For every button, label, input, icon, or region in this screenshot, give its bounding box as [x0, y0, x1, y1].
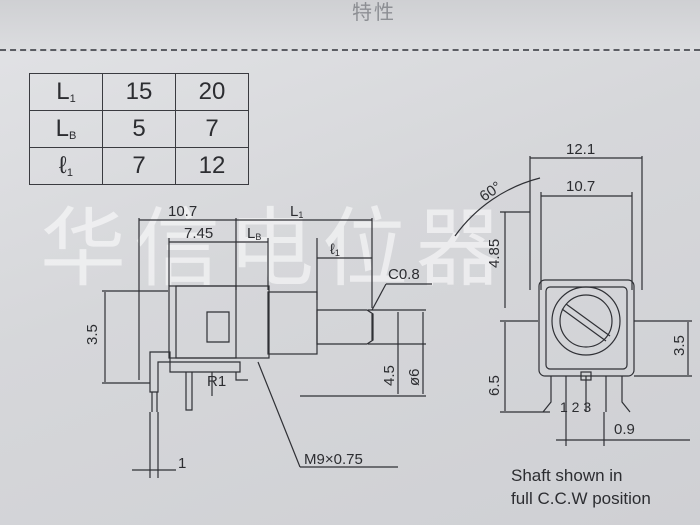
- dim-label-LB: LB: [247, 225, 261, 242]
- dim-label-12-1: 12.1: [566, 141, 595, 158]
- table-cell-symbol: ℓ1: [29, 147, 103, 185]
- dim-label-4-85: 4.85: [486, 239, 503, 268]
- table-cell-symbol: LB: [29, 110, 103, 148]
- chamfer-label: C0.8: [388, 266, 420, 283]
- dim-label-l1: ℓ1: [330, 241, 340, 258]
- watermark-text: 华信电位器: [40, 199, 510, 299]
- chamfer-leader: [371, 283, 387, 311]
- pin-numbers: 1 2 3: [560, 399, 591, 415]
- pin-marker: [580, 371, 592, 381]
- table-row: LB 5 7: [29, 110, 249, 148]
- pin-lead: [621, 376, 631, 413]
- shaft-caption: Shaft shown in full C.C.W position: [511, 464, 651, 510]
- dim-label-4-5: 4.5: [381, 365, 398, 386]
- rotor-outer: [551, 286, 621, 356]
- thread-label: M9×0.75: [304, 451, 363, 468]
- mounting-leg: [149, 351, 171, 393]
- table-row: L1 15 20: [29, 73, 249, 111]
- dim-label-L1: L1: [290, 203, 303, 220]
- table-cell-value: 7: [175, 110, 249, 148]
- table-cell-value: 7: [102, 147, 176, 185]
- pot-window: [206, 311, 230, 343]
- front-housing-inner: [545, 286, 628, 370]
- dimension-table: L1 15 20 LB 5 7 ℓ1 7 12: [29, 73, 249, 185]
- dim-label-10-7: 10.7: [168, 203, 197, 220]
- table-cell-value: 20: [175, 73, 249, 111]
- table-cell-symbol: L1: [29, 73, 103, 111]
- table-cell-value: 12: [175, 147, 249, 185]
- shaft: [316, 309, 374, 345]
- dim-label-10-7: 10.7: [566, 178, 595, 195]
- table-cell-value: 5: [102, 110, 176, 148]
- table-cell-value: 15: [102, 73, 176, 111]
- pin-lead: [235, 372, 248, 381]
- dim-label-6-5: 6.5: [486, 375, 503, 396]
- dim-label-0-9: 0.9: [614, 421, 635, 438]
- page-rule: [0, 49, 700, 51]
- caption-line: full C.C.W position: [511, 489, 651, 508]
- dim-label-dia6: ø6: [406, 368, 423, 386]
- rotor-inner: [559, 294, 613, 348]
- angle-label: 60°: [477, 178, 505, 205]
- thread-leader: [257, 361, 301, 468]
- radius-label: R1: [207, 373, 226, 390]
- shaft-slot: [561, 308, 607, 342]
- header-text: 特性: [352, 2, 396, 24]
- header-strip: 特性: [0, 0, 700, 52]
- shaft-slot: [565, 303, 611, 337]
- dim-label-7-45: 7.45: [184, 225, 213, 242]
- pin-lead: [542, 376, 552, 413]
- dim-label-3-5: 3.5: [671, 335, 688, 356]
- dim-label-1: 1: [178, 455, 186, 472]
- table-row: ℓ1 7 12: [29, 147, 249, 185]
- dim-label-3-5: 3.5: [84, 324, 101, 345]
- pot-housing: [175, 285, 237, 359]
- angle-arc: [454, 177, 541, 237]
- pin-lead: [185, 372, 193, 411]
- base-plate: [169, 361, 241, 373]
- caption-line: Shaft shown in: [511, 466, 623, 485]
